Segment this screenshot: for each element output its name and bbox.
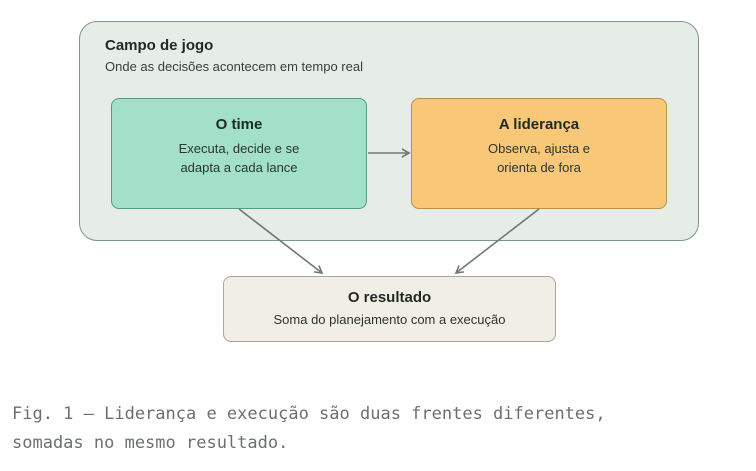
figure-caption: Fig. 1 — Liderança e execução são duas f… <box>12 400 752 458</box>
playing-field-subtitle: Onde as decisões acontecem em tempo real <box>105 59 363 74</box>
result-node: O resultado Soma do planejamento com a e… <box>223 276 556 342</box>
leadership-node-description-line-2: orienta de fora <box>497 160 581 175</box>
figure-caption-line-1: Fig. 1 — Liderança e execução são duas f… <box>12 404 606 424</box>
leadership-node: A liderança Observa, ajusta e orienta de… <box>411 98 667 209</box>
leadership-node-description: Observa, ajusta e orienta de fora <box>412 139 666 177</box>
leadership-node-description-line-1: Observa, ajusta e <box>488 141 590 156</box>
team-node-description: Executa, decide e se adapta a cada lance <box>112 139 366 177</box>
arrow-team-to-result <box>238 208 324 274</box>
team-node-description-line-1: Executa, decide e se <box>178 141 300 156</box>
result-node-title: O resultado <box>347 289 432 306</box>
team-node-title: O time <box>215 116 263 133</box>
playing-field-title: Campo de jogo <box>105 37 214 54</box>
team-node-description-line-2: adapta a cada lance <box>180 160 298 175</box>
team-node: O time Executa, decide e se adapta a cad… <box>111 98 367 209</box>
leadership-node-title: A liderança <box>498 116 580 133</box>
arrow-leadership-to-result <box>454 208 540 274</box>
result-node-description: Soma do planejamento com a execução <box>273 312 506 327</box>
figure-caption-line-2: somadas no mesmo resultado. <box>12 433 289 453</box>
